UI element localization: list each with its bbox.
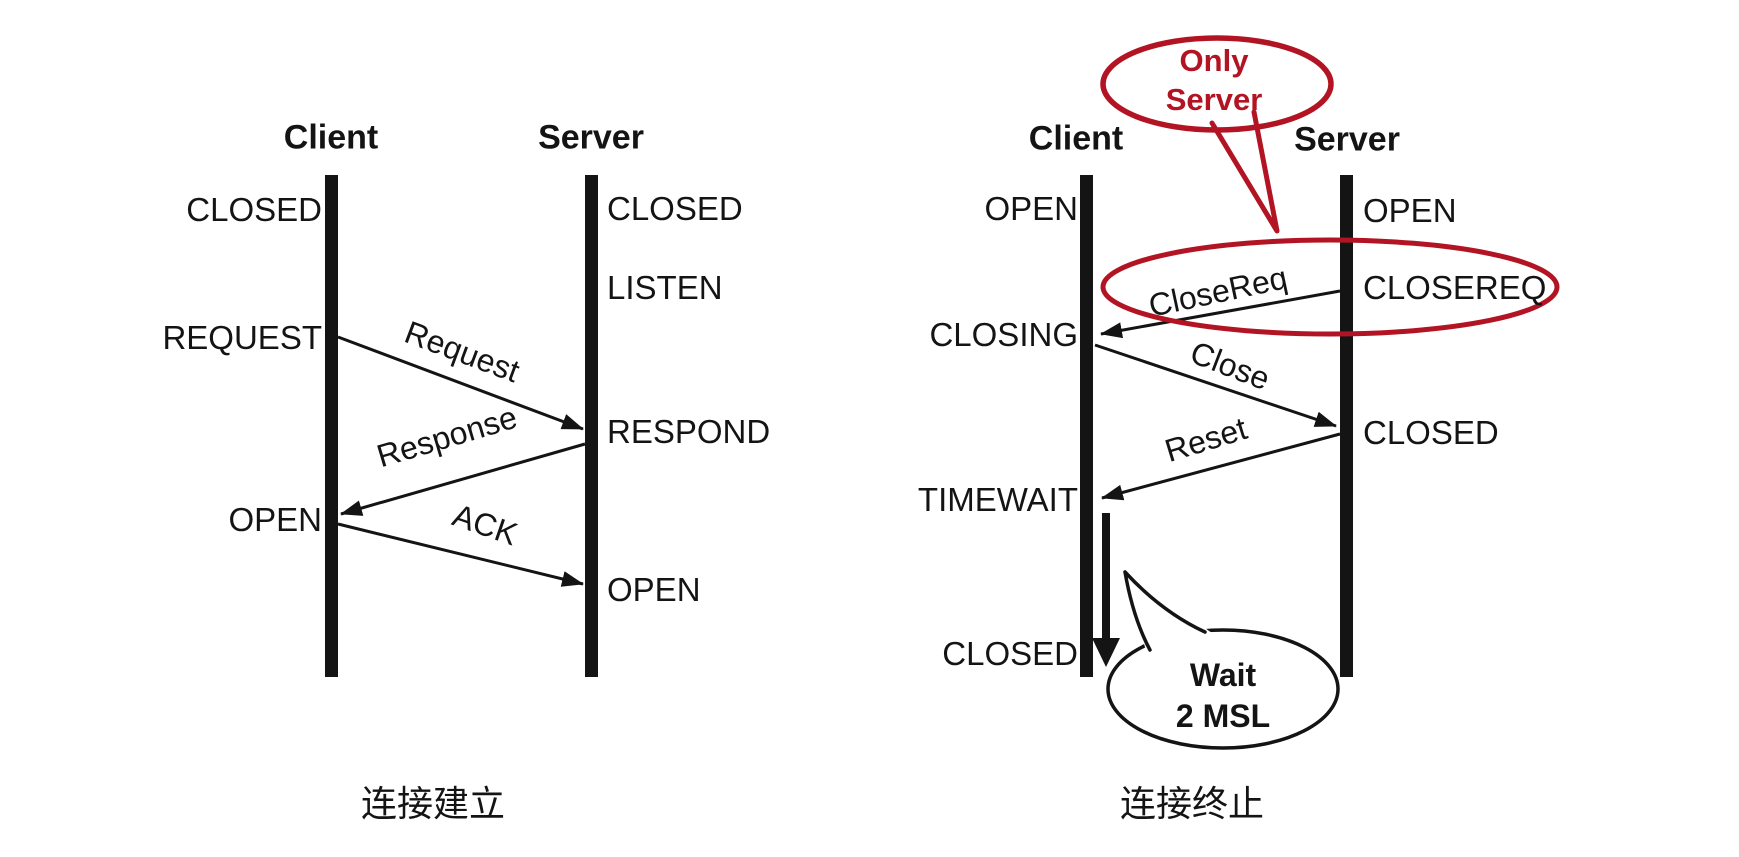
closereq-highlight-ellipse: [1100, 237, 1560, 337]
closereq-arrow: [1100, 289, 1341, 339]
right-server-state-closereq: CLOSEREQ: [1363, 269, 1547, 306]
left-server-state-respond: RESPOND: [607, 413, 771, 450]
left-server-state-closed: CLOSED: [607, 190, 743, 227]
wait-2msl-callout-text: Wait 2 MSL: [1176, 655, 1270, 737]
left-server-state-open: OPEN: [607, 571, 701, 608]
right-client-state-open: OPEN: [984, 190, 1078, 227]
right-client-state-closing: CLOSING: [929, 316, 1078, 353]
close-arrow: [1094, 343, 1337, 428]
left-client-state-open: OPEN: [228, 501, 322, 538]
right-client-state-closed: CLOSED: [942, 635, 1078, 672]
wait-bubble: [1106, 628, 1340, 750]
request-arrow: [337, 335, 584, 431]
only-server-line1: Only: [1179, 43, 1249, 78]
right-client-state-timewait: TIMEWAIT: [917, 481, 1078, 518]
right-server-title: Server: [1294, 120, 1400, 159]
right-server-state-open: OPEN: [1363, 192, 1457, 229]
reset-arrow: [1101, 432, 1341, 501]
ack-arrow: [337, 522, 584, 587]
left-server-title: Server: [538, 118, 644, 157]
left-client-state-request: REQUEST: [162, 319, 322, 356]
only-server-callout-text: Only Server: [1166, 41, 1263, 119]
left-client-state-closed: CLOSED: [186, 191, 322, 228]
right-client-title: Client: [1028, 119, 1124, 158]
wait-2msl-line2: 2 MSL: [1175, 698, 1271, 734]
wait-bubble-tail: [1123, 570, 1207, 652]
wait-2msl-line1: Wait: [1189, 657, 1257, 693]
right-diagram-caption: 连接终止: [1119, 784, 1265, 824]
right-server-state-closed: CLOSED: [1363, 414, 1499, 451]
only-server-bubble-tail: [1209, 109, 1280, 234]
only-server-line2: Server: [1165, 82, 1263, 117]
wait-2msl-arrow-head: [1092, 638, 1120, 667]
left-diagram-caption: 连接建立: [360, 784, 506, 824]
response-arrow: [340, 442, 586, 516]
left-client-title: Client: [283, 118, 379, 157]
left-server-state-listen: LISTEN: [607, 269, 723, 306]
